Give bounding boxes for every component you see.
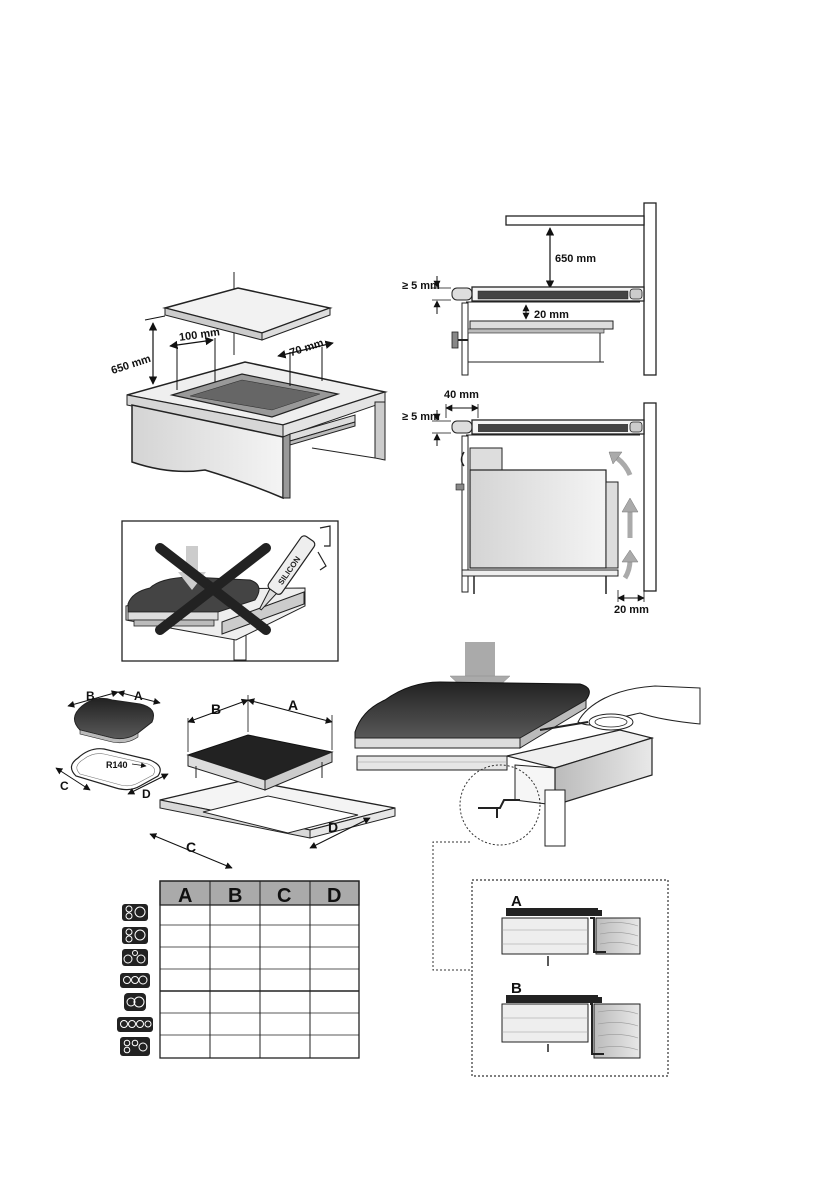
col-header-c: C bbox=[277, 885, 291, 907]
hob-layout-3-icon bbox=[122, 949, 148, 966]
min-gap-label-2: ≥ 5 mm bbox=[402, 411, 440, 423]
fixing-a-label: A bbox=[511, 893, 522, 910]
large-c-label: C bbox=[186, 839, 196, 855]
hob-layout-1-icon bbox=[122, 904, 148, 921]
no-sealant-warning: SILICON bbox=[121, 520, 339, 662]
col-header-a: A bbox=[178, 885, 192, 907]
col-header-d: D bbox=[327, 885, 341, 907]
radius-label: R140 bbox=[106, 760, 128, 770]
right-gap-label: 70 mm bbox=[288, 337, 325, 359]
back-gap-label: 20 mm bbox=[614, 604, 649, 616]
small-a-label: A bbox=[134, 689, 143, 703]
fixing-a-drawing bbox=[501, 908, 641, 966]
side-gap-label: 40 mm bbox=[444, 389, 479, 401]
small-d-label: D bbox=[142, 787, 151, 801]
under-gap-label: 20 mm bbox=[534, 309, 569, 321]
hob-layout-6-icon bbox=[117, 1017, 153, 1032]
hob-over-oven-figure: 40 mm ≥ 5 mm 20 mm bbox=[402, 389, 657, 616]
hob-layout-2-icon bbox=[122, 927, 148, 944]
small-c-label: C bbox=[60, 779, 69, 793]
fixing-b-drawing bbox=[501, 995, 641, 1059]
large-a-label: A bbox=[288, 697, 298, 713]
cabinet-cutout-figure: 650 mm 100 mm 70 mm bbox=[110, 272, 388, 500]
large-d-label: D bbox=[328, 819, 338, 835]
col-header-b: B bbox=[228, 885, 242, 907]
hob-clearance-figure: 650 mm ≥ 5 mm 20 mm bbox=[402, 202, 657, 376]
dimension-table: A B C D bbox=[117, 880, 360, 1059]
large-b-label: B bbox=[211, 701, 221, 717]
hob-insertion-figure bbox=[354, 681, 701, 971]
height-label: 650 mm bbox=[110, 353, 153, 377]
small-b-label: B bbox=[86, 689, 95, 703]
hob-layout-5-icon bbox=[124, 993, 146, 1011]
height-650-label: 650 mm bbox=[555, 253, 596, 265]
hob-layout-7-icon bbox=[120, 1037, 150, 1056]
left-gap-label: 100 mm bbox=[178, 326, 220, 344]
fixing-detail-box: A B bbox=[471, 879, 669, 1077]
fixing-b-label: B bbox=[511, 980, 522, 997]
cutout-dimension-figure: B A R140 C D B A C D bbox=[55, 689, 396, 869]
min-gap-label: ≥ 5 mm bbox=[402, 280, 440, 292]
hob-layout-4-icon bbox=[120, 973, 150, 988]
